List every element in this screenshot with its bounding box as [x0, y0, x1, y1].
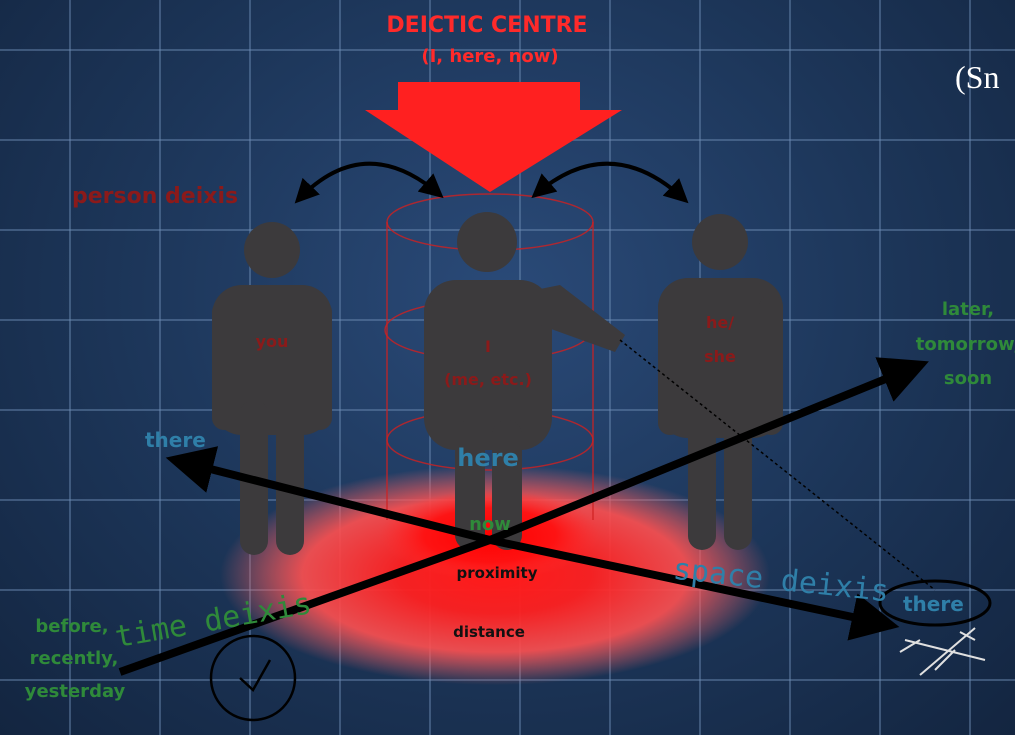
- curve-arrow-left: [298, 164, 440, 200]
- deictic-centre-subtitle: (I, here, now): [421, 46, 558, 67]
- past-line-2: recently,: [30, 648, 119, 669]
- past-line-3: yesterday: [25, 681, 126, 702]
- future-line-1: later,: [942, 299, 994, 320]
- deictic-centre-title: DEICTIC CENTRE: [386, 13, 587, 38]
- label-there-right: there: [903, 592, 964, 616]
- citation-text: (Sn: [955, 59, 999, 95]
- future-line-3: soon: [944, 368, 992, 389]
- label-here: here: [457, 444, 518, 472]
- future-line-2: tomorrow,: [916, 334, 1015, 355]
- label-proximity: proximity: [457, 564, 538, 582]
- label-you: you: [256, 332, 289, 351]
- label-me-etc: (me, etc.): [444, 370, 532, 389]
- person-deixis-label: person deixis: [72, 184, 238, 209]
- label-there-left: there: [145, 428, 206, 452]
- label-he: he/: [706, 313, 734, 332]
- label-i: I: [485, 337, 491, 356]
- airplane-icon: [900, 628, 985, 675]
- deictic-centre-arrow: [365, 82, 622, 192]
- clock-icon: [211, 636, 295, 720]
- past-line-1: before,: [35, 616, 108, 637]
- label-distance: distance: [453, 623, 525, 641]
- label-she: she: [704, 347, 736, 366]
- label-now: now: [469, 514, 511, 535]
